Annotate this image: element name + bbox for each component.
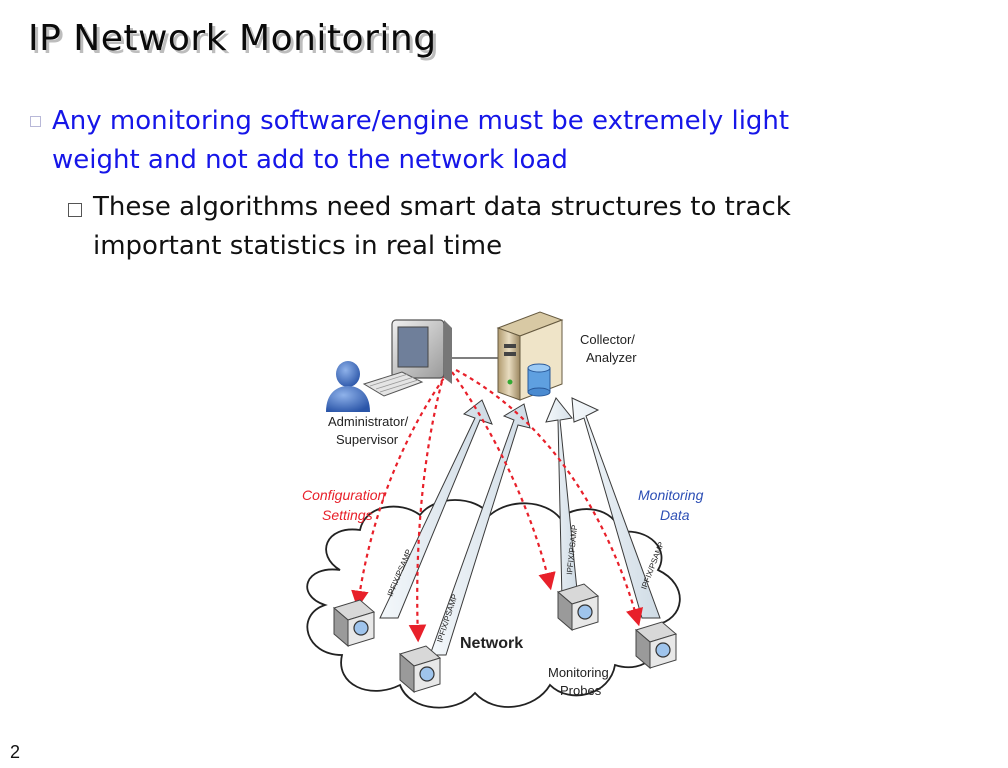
collector-label: Collector/ — [580, 332, 635, 347]
user-icon — [326, 361, 370, 412]
probe-icon — [634, 621, 678, 670]
config-settings-label: Configuration — [302, 487, 385, 503]
sub-bullet-square-icon — [68, 203, 82, 217]
config-arrow — [455, 369, 643, 627]
bullet-line: These algorithms need smart data structu… — [93, 192, 791, 222]
admin-label: Administrator/ — [328, 414, 409, 429]
config-arrow — [408, 373, 446, 643]
bullet-line: weight and not add to the network load — [52, 145, 568, 175]
admin-label: Supervisor — [336, 432, 399, 447]
slide-title: IP Network Monitoring — [28, 18, 437, 59]
bullet-text: Any monitoring software/engine must be e… — [52, 102, 930, 180]
bullet-level-1: Any monitoring software/engine must be e… — [30, 102, 930, 180]
collector-label: Analyzer — [586, 350, 637, 365]
bullet-line: Any monitoring software/engine must be e… — [52, 106, 790, 136]
monitoring-data-label: Monitoring — [638, 487, 704, 503]
sub-bullet-text: These algorithms need smart data structu… — [93, 188, 928, 266]
config-arrow — [451, 371, 556, 591]
probe-icon — [398, 645, 442, 694]
config-arrow — [351, 371, 449, 609]
network-label: Network — [460, 635, 523, 652]
probes-label: Probes — [560, 683, 602, 698]
probe-icon — [332, 599, 376, 648]
config-settings-label: Settings — [322, 507, 373, 523]
probe-icon — [556, 583, 600, 632]
bullet-line: important statistics in real time — [93, 231, 503, 261]
monitor-icon — [391, 319, 452, 384]
bullet-marker-icon — [30, 116, 41, 127]
probes-label: Monitoring — [548, 665, 609, 680]
page-number: 2 — [10, 742, 21, 762]
bullet-level-2: These algorithms need smart data structu… — [68, 188, 928, 266]
database-icon — [527, 363, 551, 397]
monitoring-data-label: Data — [660, 507, 690, 523]
keyboard-icon — [362, 371, 424, 397]
network-monitoring-diagram: IPFIX/PSAMP IPFIX/PSAMP IPFIX/PSAMP IPFI… — [302, 311, 704, 709]
